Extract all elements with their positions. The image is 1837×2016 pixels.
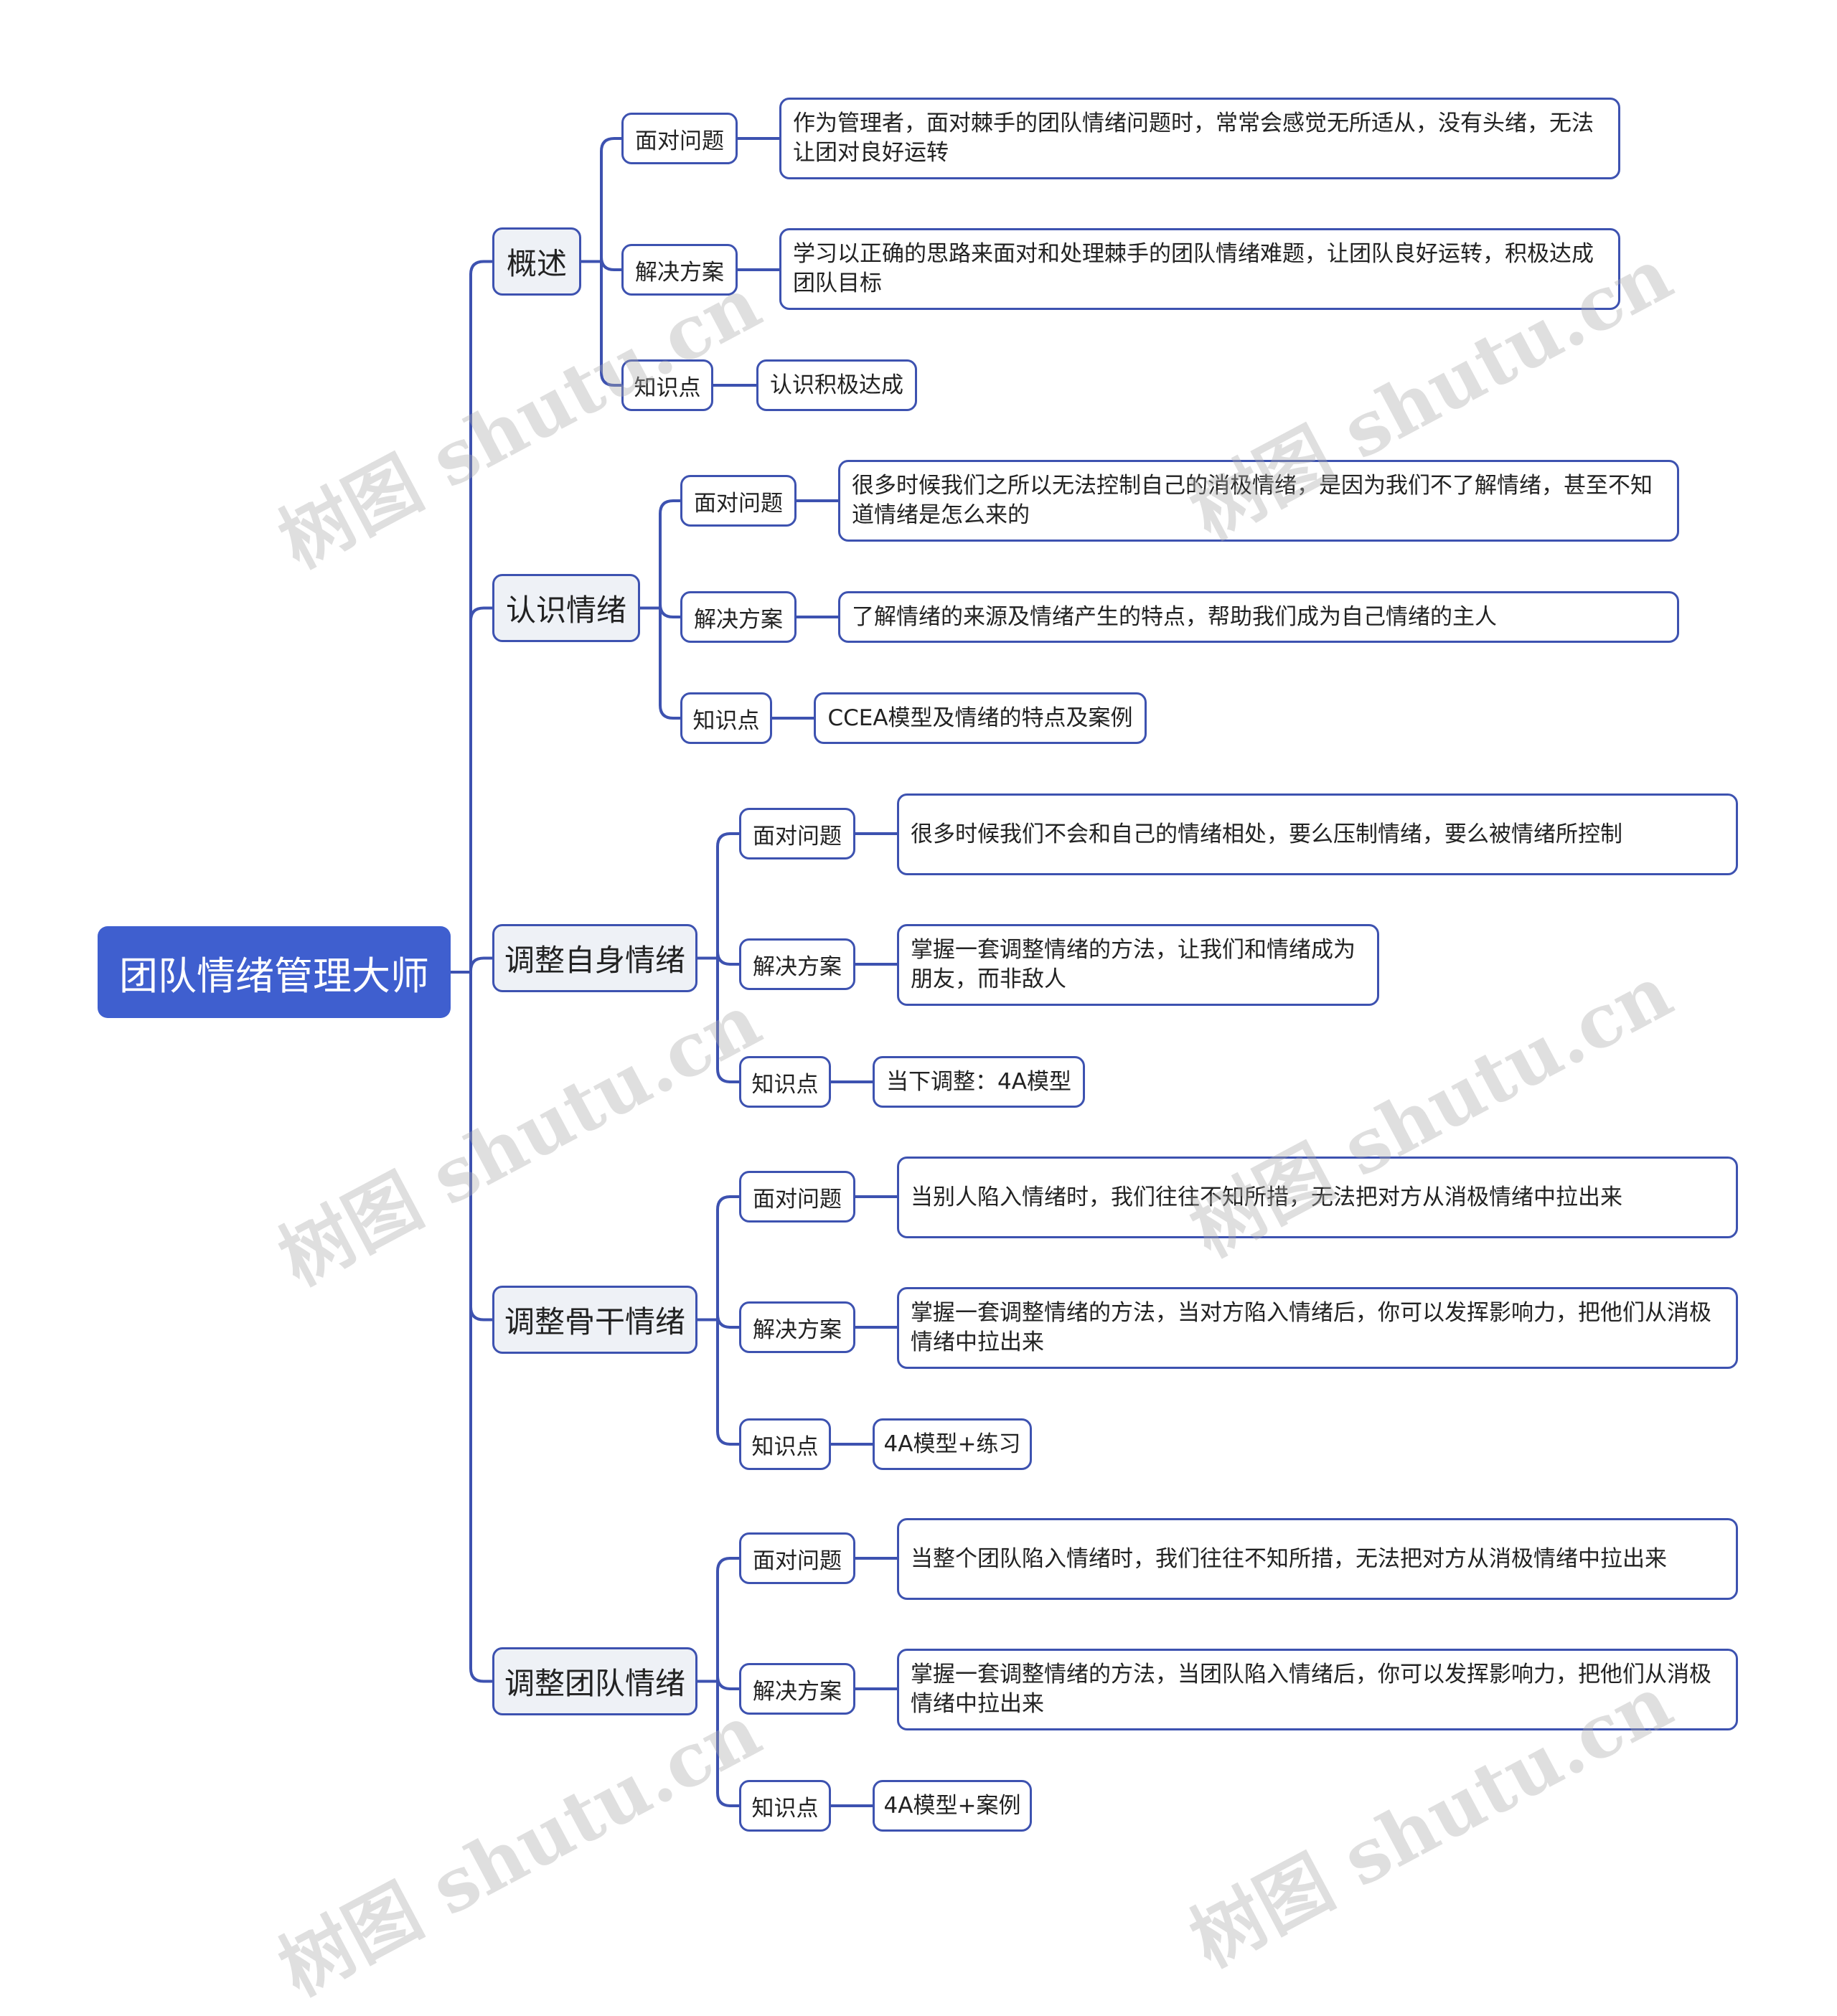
branch-team-emotion-knowledge-detail[interactable]: 4A模型+案例 <box>873 1780 1032 1832</box>
branch-team-emotion[interactable]: 调整团队情绪 <box>492 1647 697 1715</box>
connector <box>716 1681 739 1807</box>
branch-self-emotion-knowledge[interactable]: 知识点 <box>739 1056 831 1108</box>
connector <box>600 261 621 387</box>
branch-core-emotion-knowledge[interactable]: 知识点 <box>739 1418 831 1470</box>
connector <box>659 499 680 608</box>
branch-recognize-emotion-solution[interactable]: 解决方案 <box>680 591 797 643</box>
connector <box>659 608 680 720</box>
branch-overview-problem[interactable]: 面对问题 <box>621 113 738 164</box>
connector <box>716 951 739 966</box>
connector <box>469 972 492 1683</box>
branch-self-emotion-solution-detail[interactable]: 掌握一套调整情绪的方法，让我们和情绪成为朋友，而非敌人 <box>897 924 1379 1006</box>
connector <box>716 1557 739 1682</box>
connector <box>469 956 492 972</box>
branch-team-emotion-knowledge[interactable]: 知识点 <box>739 1780 831 1832</box>
branch-overview-knowledge-detail[interactable]: 认识积极达成 <box>756 359 917 411</box>
branch-recognize-emotion-knowledge[interactable]: 知识点 <box>680 692 772 744</box>
branch-self-emotion-problem-detail[interactable]: 很多时候我们不会和自己的情绪相处，要么压制情绪，要么被情绪所控制 <box>897 793 1738 875</box>
branch-core-emotion-solution[interactable]: 解决方案 <box>739 1301 855 1353</box>
branch-overview-solution[interactable]: 解决方案 <box>621 244 738 296</box>
branch-recognize-emotion-knowledge-detail[interactable]: CCEA模型及情绪的特点及案例 <box>814 692 1147 744</box>
branch-self-emotion-solution[interactable]: 解决方案 <box>739 938 855 990</box>
branch-team-emotion-problem-detail[interactable]: 当整个团队陷入情绪时，我们往往不知所措，无法把对方从消极情绪中拉出来 <box>897 1518 1738 1600</box>
branch-recognize-emotion-problem[interactable]: 面对问题 <box>680 475 797 527</box>
branch-self-emotion-knowledge-detail[interactable]: 当下调整：4A模型 <box>873 1056 1085 1108</box>
connector <box>716 1195 739 1320</box>
connector <box>600 137 621 262</box>
mind-map: 团队情绪管理大师 概述 面对问题 作为管理者，面对棘手的团队情绪问题时，常常会感… <box>98 98 1738 2012</box>
branch-recognize-emotion-problem-detail[interactable]: 很多时候我们之所以无法控制自己的消极情绪，是因为我们不了解情绪，甚至不知道情绪是… <box>838 460 1679 542</box>
connector <box>716 832 739 958</box>
connector-lines <box>451 137 897 1807</box>
branch-recognize-emotion-solution-detail[interactable]: 了解情绪的来源及情绪产生的特点，帮助我们成为自己情绪的主人 <box>838 591 1679 643</box>
branch-overview-solution-detail[interactable]: 学习以正确的思路来面对和处理棘手的团队情绪难题，让团队良好运转，积极达成团队目标 <box>779 228 1620 310</box>
connector <box>659 603 680 618</box>
connector <box>716 1314 739 1329</box>
branch-core-emotion-problem-detail[interactable]: 当别人陷入情绪时，我们往往不知所措，无法把对方从消极情绪中拉出来 <box>897 1157 1738 1238</box>
branch-self-emotion-problem[interactable]: 面对问题 <box>739 808 855 859</box>
branch-core-emotion-knowledge-detail[interactable]: 4A模型+练习 <box>873 1418 1032 1470</box>
branch-self-emotion[interactable]: 调整自身情绪 <box>492 924 697 992</box>
connector <box>600 256 621 271</box>
branch-overview[interactable]: 概述 <box>492 227 581 296</box>
branch-core-emotion[interactable]: 调整骨干情绪 <box>492 1286 697 1354</box>
connector <box>469 260 492 972</box>
branch-team-emotion-solution-detail[interactable]: 掌握一套调整情绪的方法，当团队陷入情绪后，你可以发挥影响力，把他们从消极情绪中拉… <box>897 1649 1738 1730</box>
branch-core-emotion-problem[interactable]: 面对问题 <box>739 1171 855 1223</box>
branch-overview-problem-detail[interactable]: 作为管理者，面对棘手的团队情绪问题时，常常会感觉无所适从，没有头绪，无法让团对良… <box>779 98 1620 179</box>
connector <box>716 1675 739 1690</box>
branch-team-emotion-problem[interactable]: 面对问题 <box>739 1532 855 1584</box>
connector <box>716 958 739 1083</box>
branch-core-emotion-solution-detail[interactable]: 掌握一套调整情绪的方法，当对方陷入情绪后，你可以发挥影响力，把他们从消极情绪中拉… <box>897 1287 1738 1369</box>
root-topic[interactable]: 团队情绪管理大师 <box>98 926 451 1018</box>
branch-team-emotion-solution[interactable]: 解决方案 <box>739 1663 855 1715</box>
branch-overview-knowledge[interactable]: 知识点 <box>621 359 713 411</box>
connector <box>469 606 492 972</box>
connector <box>716 1319 739 1446</box>
branch-recognize-emotion[interactable]: 认识情绪 <box>492 574 640 642</box>
